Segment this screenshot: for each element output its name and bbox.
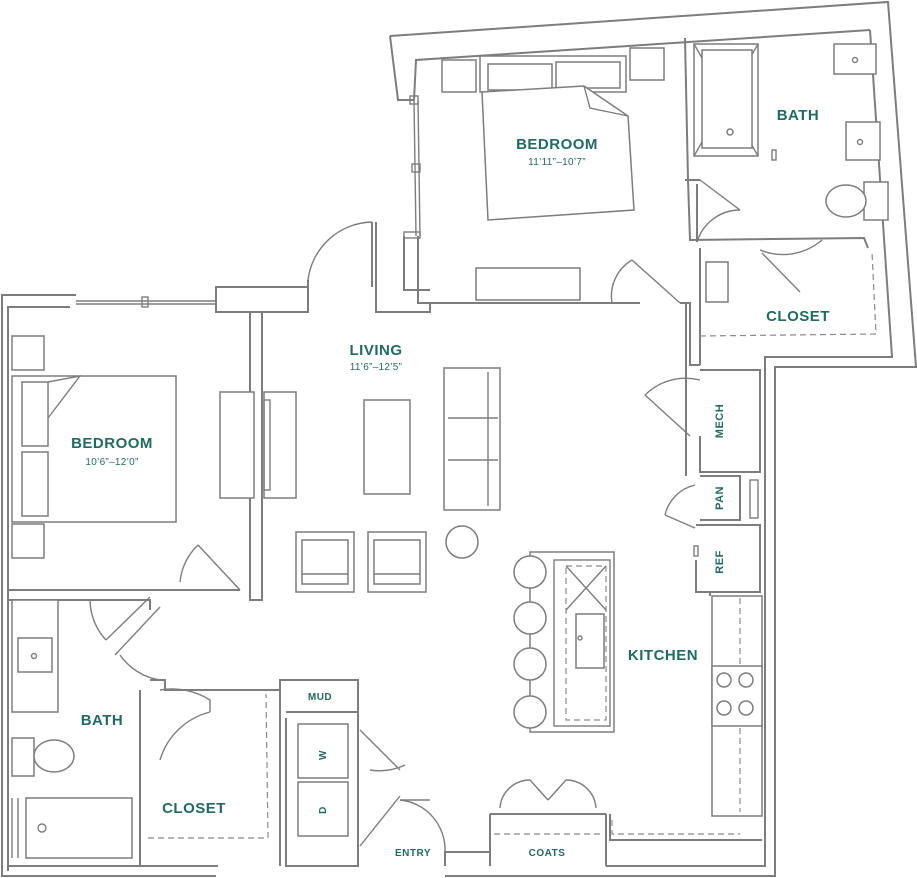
pantry-label: PAN <box>714 486 726 510</box>
interior-walls <box>8 37 869 867</box>
mech-label: MECH <box>714 404 726 438</box>
dryer-label: D <box>318 806 329 814</box>
master-bath-fixtures <box>693 43 889 337</box>
master-bath-label: BATH <box>777 107 820 124</box>
kitchen-label: KITCHEN <box>628 647 698 664</box>
laundry-fixtures <box>297 723 349 837</box>
living-dimensions: 11’6”–12’5” <box>350 362 403 373</box>
bedroom-2-label: BEDROOM <box>71 435 153 452</box>
entry-label: ENTRY <box>395 848 431 859</box>
living-furniture <box>219 367 501 593</box>
bath-2-fixtures <box>11 599 269 859</box>
doors <box>89 179 823 853</box>
washer-label: W <box>318 750 329 760</box>
bedroom-2-dimensions: 10’6”–12’0” <box>85 457 138 468</box>
bath-2-label: BATH <box>81 712 124 729</box>
master-closet-label: CLOSET <box>766 308 830 325</box>
coats-label: COATS <box>529 848 566 859</box>
living-label: LIVING <box>349 342 402 359</box>
master-bedroom-label: BEDROOM <box>516 136 598 153</box>
kitchen-fixtures <box>513 479 763 841</box>
master-bedroom-furniture <box>441 47 665 301</box>
mud-label: MUD <box>308 692 332 703</box>
bedroom-2-furniture <box>11 335 177 559</box>
room-labels: BEDROOM 11’11”–10’7” BATH CLOSET LIVING … <box>71 107 830 859</box>
closet-2-label: CLOSET <box>162 800 226 817</box>
refrigerator-label: REF <box>714 550 726 574</box>
master-bedroom-dimensions: 11’11”–10’7” <box>528 157 586 168</box>
